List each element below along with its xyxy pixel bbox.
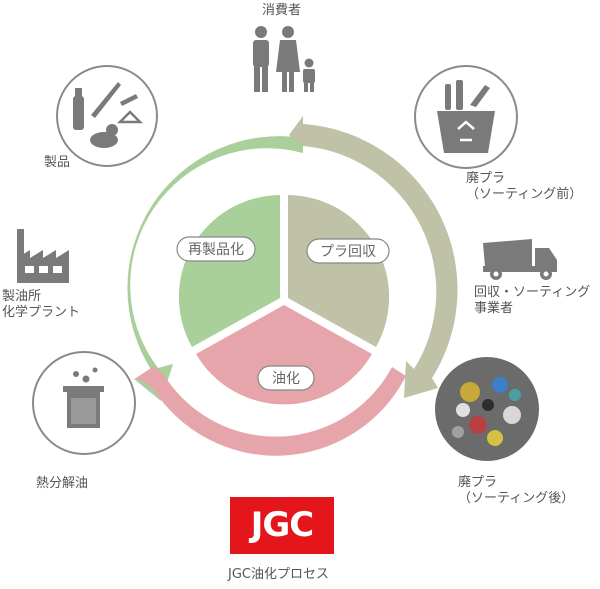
- label-consumer: 消費者: [262, 3, 302, 18]
- segment-collection: [288, 195, 390, 347]
- label-waste-before-line2: （ソーティング前）: [466, 187, 583, 202]
- label-process: JGC油化プロセス: [228, 567, 329, 582]
- label-plant-line1: 製油所: [2, 289, 42, 304]
- pill-collection-label: プラ回収: [320, 244, 376, 260]
- label-products: 製品: [44, 155, 71, 170]
- label-waste-before-line1: 廃プラ: [466, 171, 506, 186]
- label-collector-line1: 回収・ソーティング: [474, 285, 591, 300]
- segment-remanufacture: [178, 195, 280, 347]
- label-plant: 製油所 化学プラント: [2, 289, 80, 321]
- recycle-bin-icon: [414, 65, 518, 169]
- jgc-logo: JGC: [230, 497, 334, 554]
- cycle-arrow-pink: [136, 366, 406, 456]
- pill-oilification-label: 油化: [272, 371, 300, 387]
- pill-collection: [306, 238, 390, 264]
- label-collector: 回収・ソーティング 事業者: [474, 285, 590, 317]
- jgc-logo-text: JGC: [250, 505, 315, 545]
- segment-oilification: [196, 305, 372, 405]
- factory-icon: [17, 229, 69, 283]
- family-icon: [253, 26, 315, 92]
- waste-plastic-photo: [435, 357, 539, 461]
- dump-truck-icon: [483, 239, 557, 280]
- pill-remanufacture: [176, 236, 256, 262]
- products-icon: [56, 65, 158, 167]
- cycle-arrow-khaki: [289, 116, 458, 398]
- label-waste-after-line1: 廃プラ: [458, 475, 498, 490]
- label-pyrolysis: 熱分解油: [36, 476, 89, 491]
- label-waste-before: 廃プラ （ソーティング前）: [466, 171, 582, 203]
- pill-oilification: [257, 365, 315, 391]
- label-collector-line2: 事業者: [474, 301, 514, 316]
- label-waste-after-line2: （ソーティング後）: [458, 491, 575, 506]
- label-waste-after: 廃プラ （ソーティング後）: [458, 475, 574, 507]
- label-plant-line2: 化学プラント: [2, 305, 81, 320]
- beaker-icon: [32, 351, 136, 455]
- pill-remanufacture-label: 再製品化: [188, 242, 244, 258]
